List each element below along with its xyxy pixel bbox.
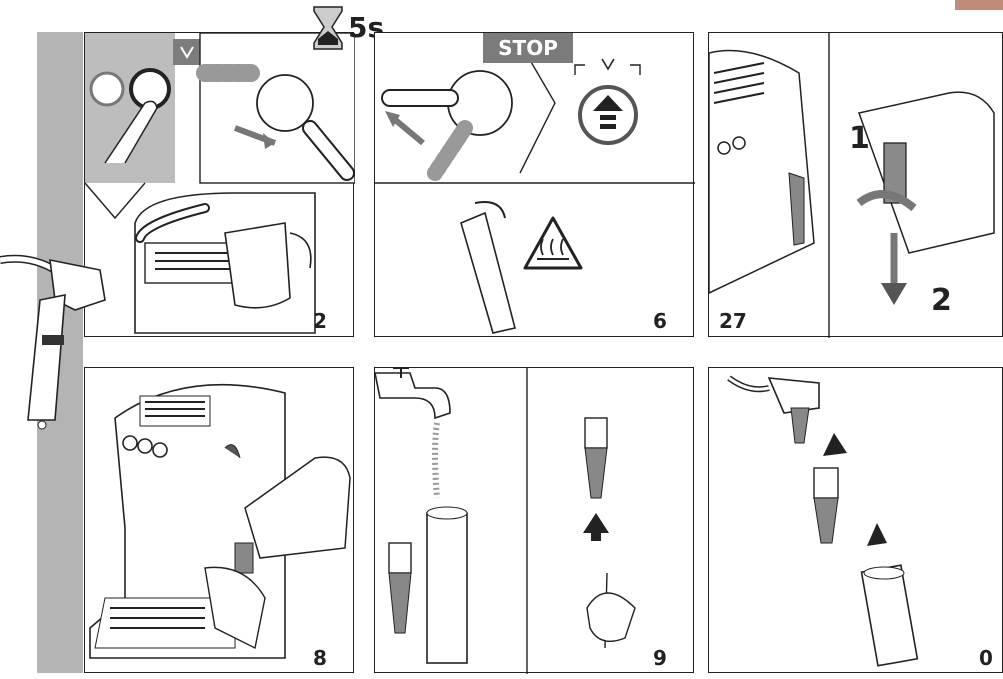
panel-nozzle-reassemble: 0 <box>708 367 1003 673</box>
corner-tab <box>955 0 1003 10</box>
steam-wand-illustration <box>0 240 110 440</box>
panel-3-step-number: 27 <box>719 309 747 333</box>
panel-steam-stop-drawing <box>375 33 695 338</box>
panel-nozzle-reassemble-drawing <box>709 368 1003 674</box>
panel-5-step-number: 9 <box>653 646 667 670</box>
panel-steam-activate-drawing <box>85 33 355 338</box>
hot-surface-warning-icon <box>525 218 581 268</box>
panel-nozzle-rinse: 9 <box>374 367 694 673</box>
panel-6-step-number: 0 <box>979 646 993 670</box>
panel-nozzle-remove: 1 2 27 <box>708 32 1003 337</box>
panel-steam-activate: 2 <box>84 32 354 337</box>
panel-nozzle-remove-drawing <box>709 33 1003 338</box>
panel-nozzle-detach-drawing <box>85 368 355 674</box>
panel-4-step-number: 8 <box>313 646 327 670</box>
panel-nozzle-detach: 8 <box>84 367 354 673</box>
panel-2-step-number: 6 <box>653 309 667 333</box>
label-two: 2 <box>931 283 952 318</box>
stop-badge: STOP <box>483 33 573 63</box>
tap-icon <box>375 368 450 418</box>
hourglass-icon <box>310 5 346 51</box>
label-one: 1 <box>849 121 870 156</box>
panel-1-step-number: 2 <box>313 309 327 333</box>
panel-nozzle-rinse-drawing <box>375 368 695 674</box>
panel-steam-stop: STOP 6 <box>374 32 694 337</box>
